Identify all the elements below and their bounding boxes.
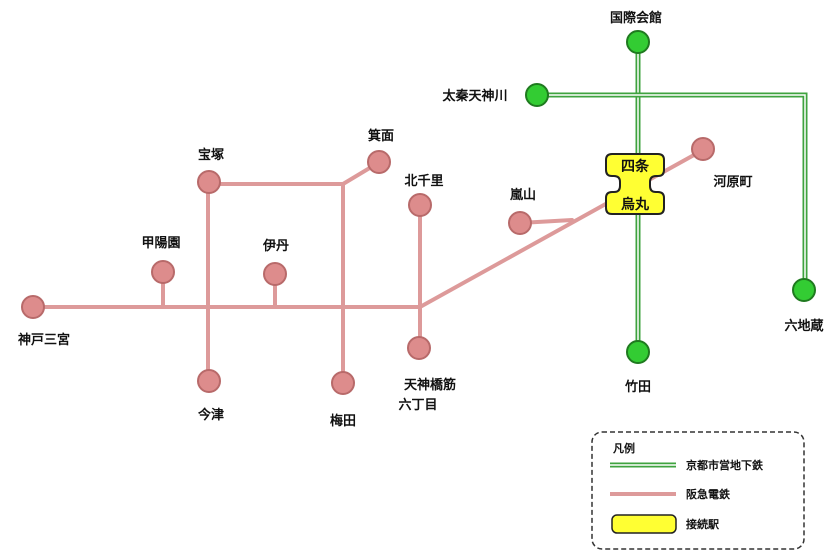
legend-item-subway: 京都市営地下鉄: [610, 458, 764, 472]
station-rokujizo[interactable]: [792, 278, 816, 302]
station-arashiyama[interactable]: [508, 211, 532, 235]
station-kobe-sannomiya[interactable]: [21, 295, 45, 319]
label-koyoen: 甲陽園: [141, 235, 180, 251]
transfer-label-shijo: 四条: [621, 158, 650, 175]
label-imazu: 今津: [197, 407, 224, 423]
label-takeda: 竹田: [624, 379, 651, 395]
transfer-label-karasuma: 烏丸: [621, 196, 650, 213]
legend: 凡例 京都市営地下鉄 阪急電鉄 接続駅: [591, 431, 805, 550]
label-umeda: 梅田: [330, 413, 356, 429]
subway-stations: [525, 30, 816, 364]
station-imazu[interactable]: [197, 369, 221, 393]
station-itami[interactable]: [263, 262, 287, 286]
station-koyoen[interactable]: [151, 260, 175, 284]
label-takarazuka: 宝塚: [198, 147, 224, 163]
station-takarazuka[interactable]: [197, 170, 221, 194]
legend-title: 凡例: [613, 441, 635, 455]
label-kawaramachi: 河原町: [713, 174, 752, 190]
hankyu-stations: [21, 137, 715, 395]
label-kitasenri: 北千里: [404, 173, 443, 189]
label-minoo: 箕面: [368, 128, 394, 144]
station-minoo[interactable]: [367, 150, 391, 174]
label-kobe-sannomiya: 神戸三宮: [18, 332, 70, 348]
subway-tozai-line: [537, 92, 808, 290]
station-kawaramachi[interactable]: [691, 137, 715, 161]
legend-item-hankyu: 阪急電鉄: [610, 487, 731, 501]
legend-label-transfer: 接続駅: [686, 517, 719, 531]
label-kokusai-kaikan: 国際会館: [610, 10, 662, 26]
station-takeda[interactable]: [626, 340, 650, 364]
transfer-station-shape: [605, 153, 665, 215]
legend-item-transfer: 接続駅: [611, 514, 719, 534]
station-kitasenri[interactable]: [408, 193, 432, 217]
label-uzumasa-tenjingawa: 太秦天神川: [441, 88, 507, 104]
station-uzumasa-tenjingawa[interactable]: [525, 83, 549, 107]
subway-lines: [537, 42, 808, 352]
legend-label-subway: 京都市営地下鉄: [686, 458, 764, 472]
legend-label-hankyu: 阪急電鉄: [686, 487, 731, 501]
station-tenjinbashisuji[interactable]: [407, 336, 431, 360]
label-rokujizo: 六地蔵: [784, 318, 823, 334]
label-itami: 伊丹: [262, 238, 289, 254]
hankyu-lines: [31, 148, 705, 385]
station-labels: 国際会館 太秦天神川 六地蔵 竹田 河原町 嵐山 箕面 宝塚 北千里 甲陽園 伊…: [18, 10, 824, 429]
label-tenjinbashisuji-line1: 天神橋筋: [404, 377, 456, 393]
station-umeda[interactable]: [331, 371, 355, 395]
transfer-station-shijo-karasuma[interactable]: 四条 烏丸: [605, 153, 665, 215]
label-tenjinbashisuji-line2: 六丁目: [398, 397, 437, 413]
station-kokusai-kaikan[interactable]: [626, 30, 650, 54]
label-arashiyama: 嵐山: [509, 187, 536, 203]
